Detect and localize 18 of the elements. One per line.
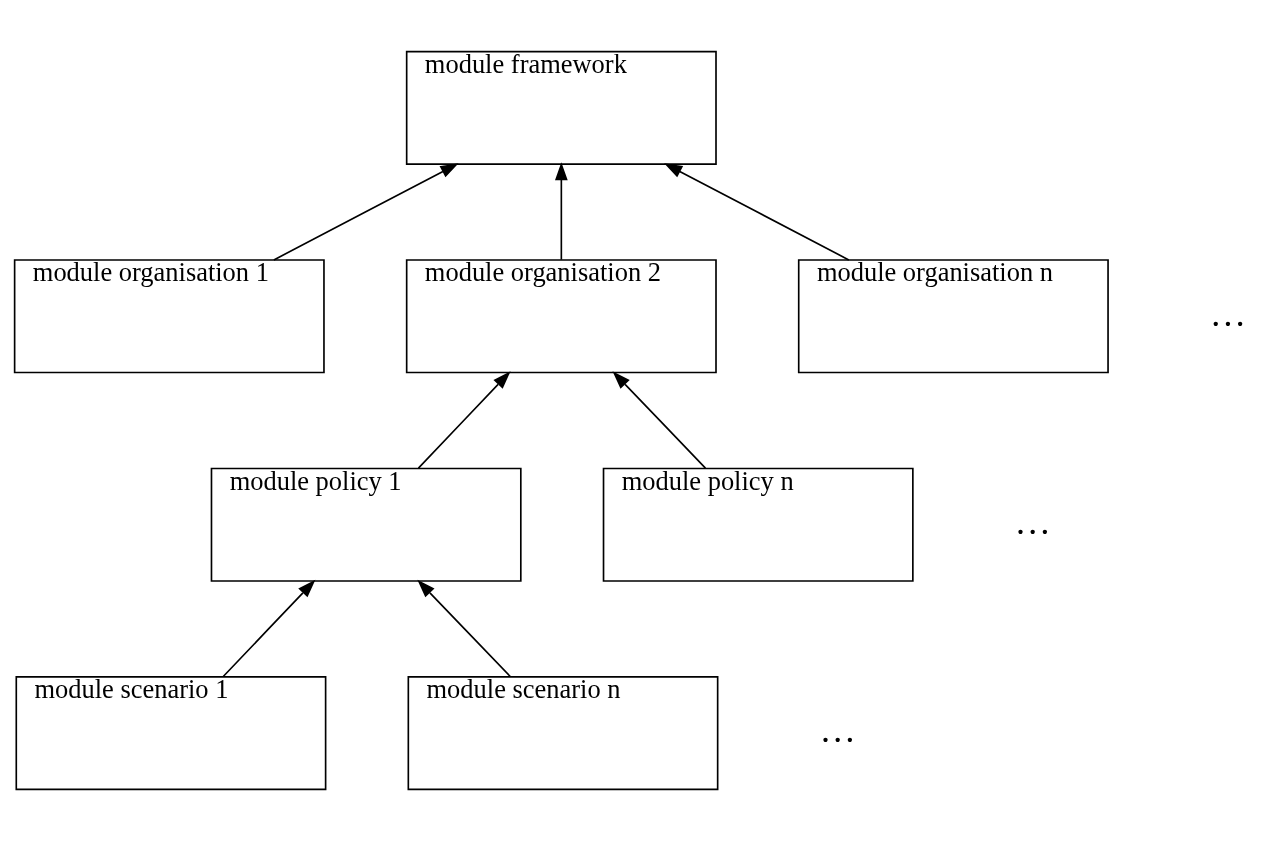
label: … — [819, 710, 856, 751]
node-box: module scenario n — [407, 676, 719, 791]
arrow — [417, 371, 511, 469]
label: … — [1209, 293, 1247, 334]
arrow — [222, 579, 316, 678]
label: … — [1014, 501, 1051, 542]
arrow — [554, 162, 568, 261]
node-box: module organisation 2 — [405, 259, 717, 374]
node-box: module organisation n — [797, 259, 1109, 374]
arrow — [664, 163, 850, 261]
node-box: module policy 1 — [210, 467, 522, 582]
node-box: module organisation 1 — [13, 259, 325, 374]
node-box: module framework — [405, 50, 717, 165]
node-box: module policy n — [602, 467, 914, 582]
arrow — [273, 163, 459, 261]
arrow — [612, 371, 707, 469]
arrow — [417, 579, 512, 678]
node-box: module scenario 1 — [15, 676, 327, 791]
